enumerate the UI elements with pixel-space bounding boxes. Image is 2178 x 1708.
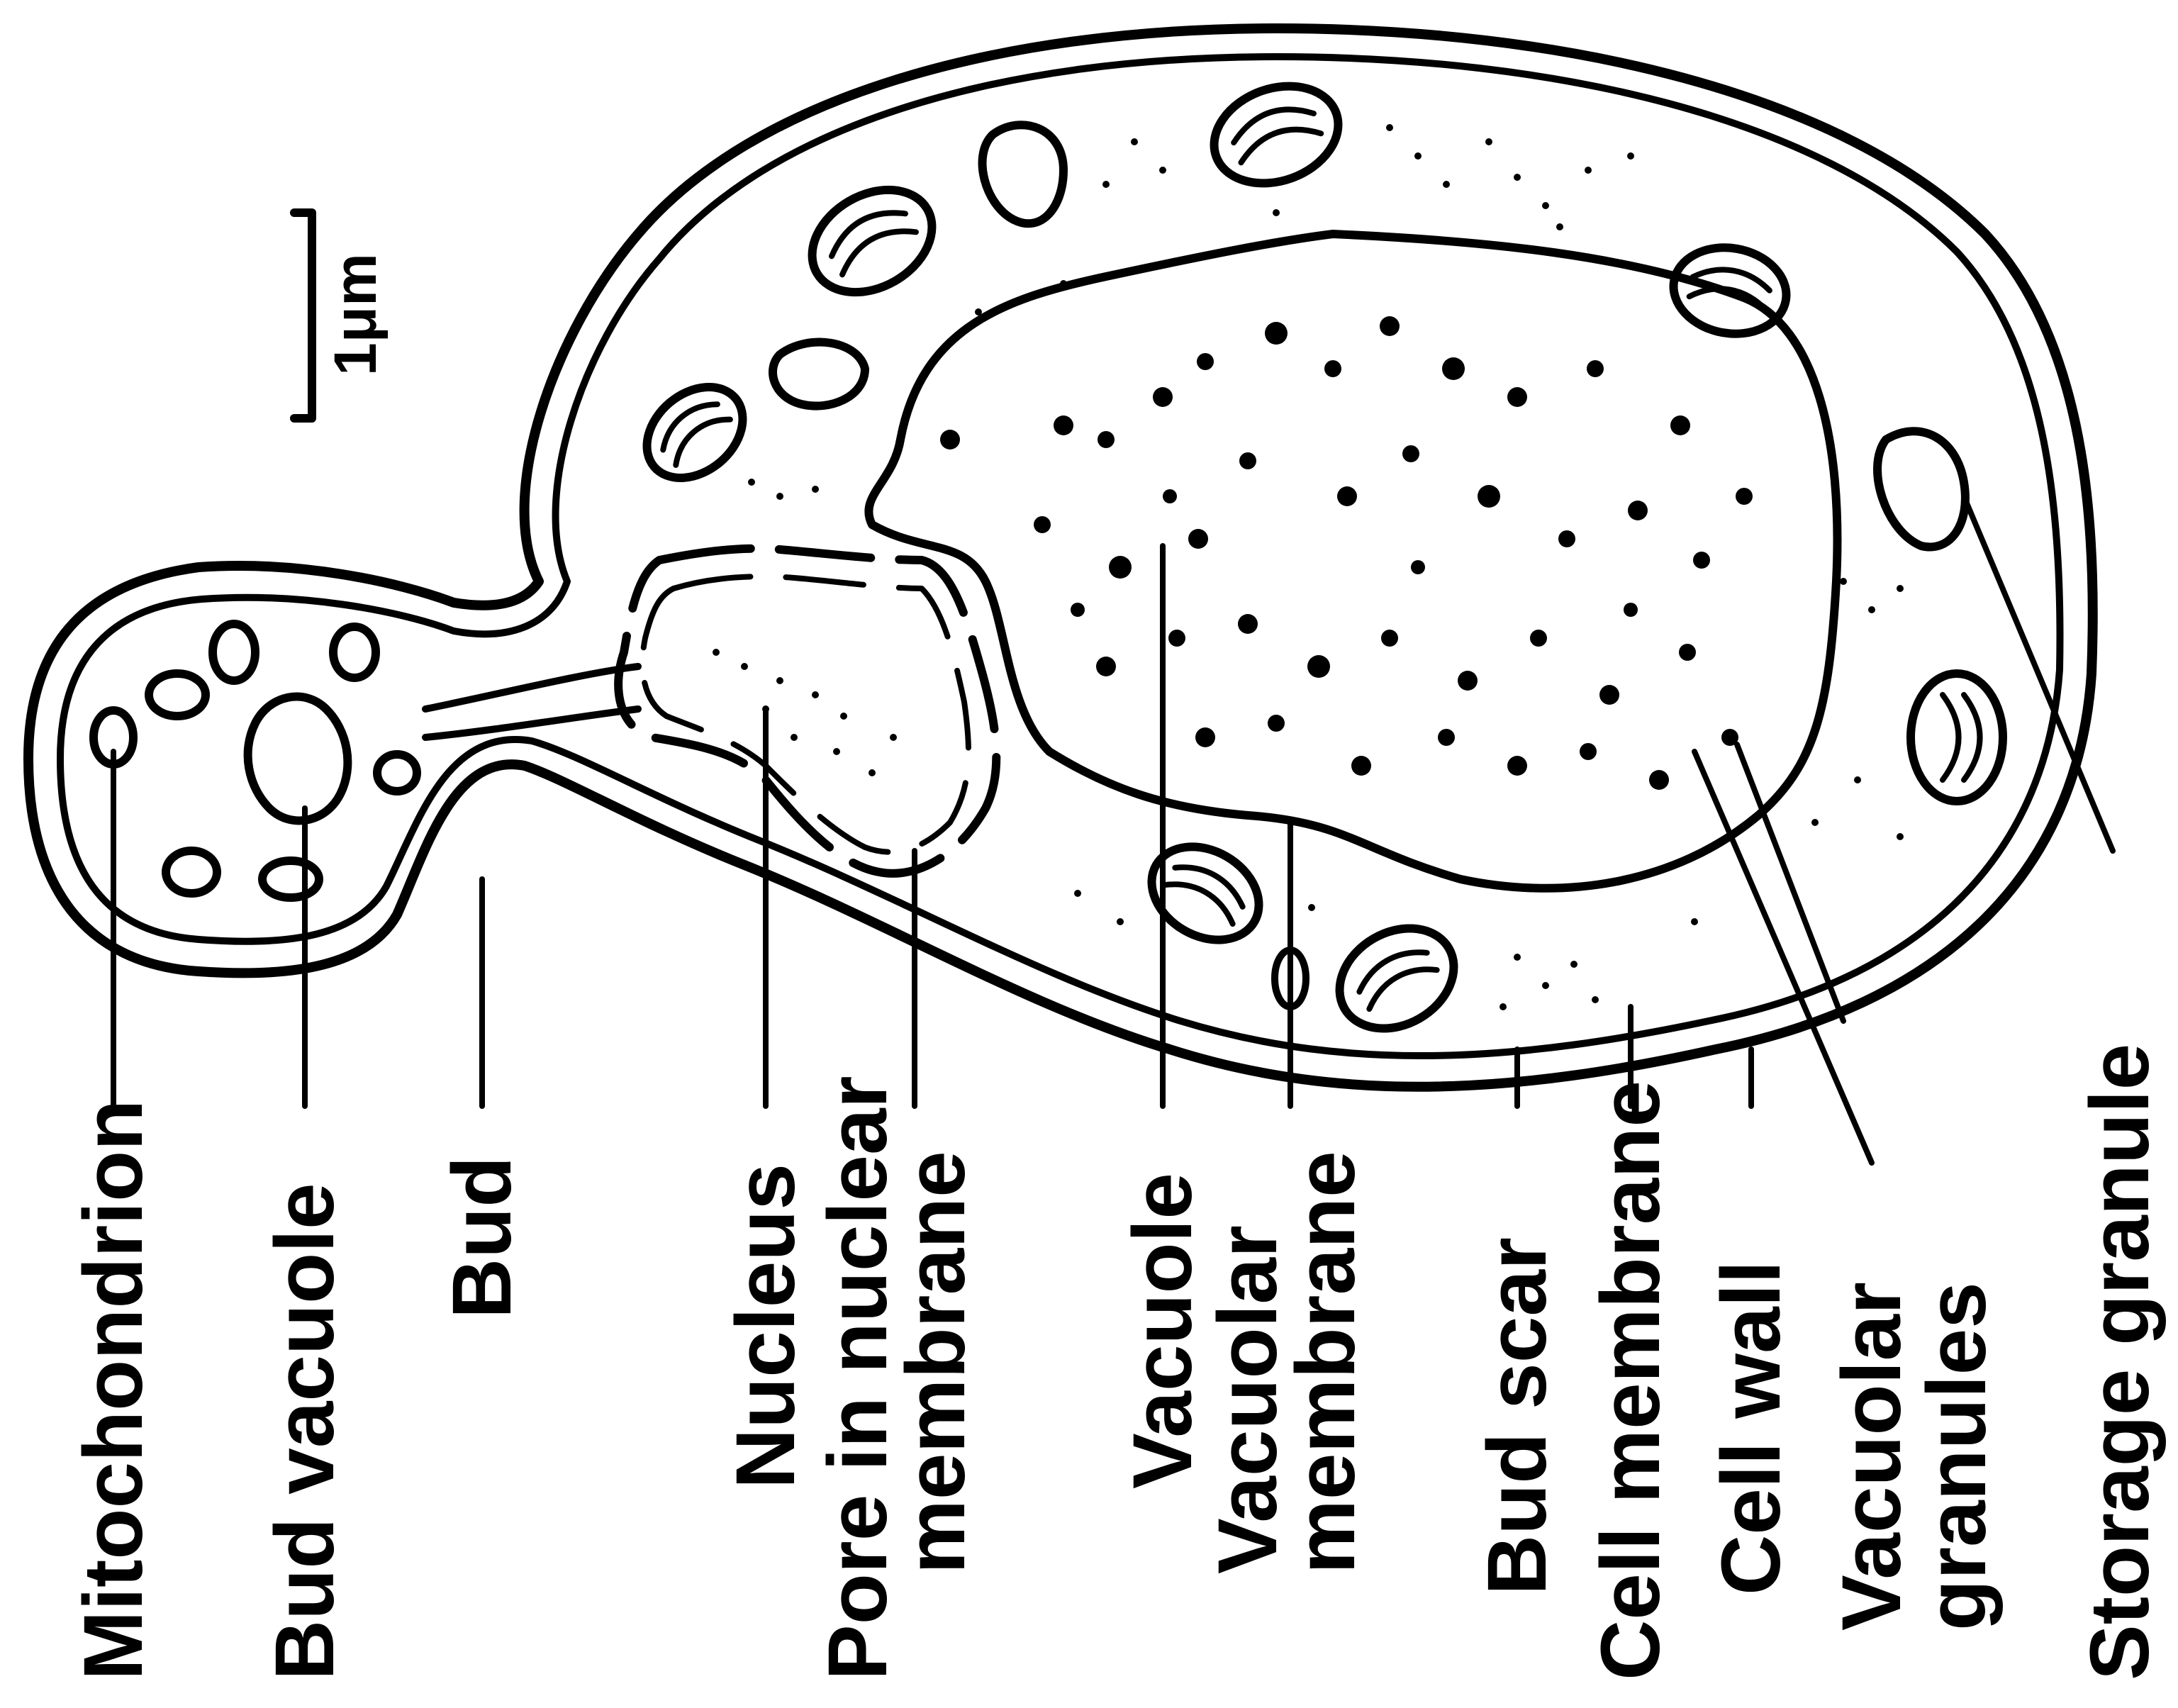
label-vac-granules-line1: Vacuolar xyxy=(1825,1282,1919,1631)
label-vacuole: Vacuole xyxy=(1116,1173,1210,1489)
bud-neck xyxy=(425,666,638,737)
vacuolar-granules xyxy=(940,316,1753,790)
label-bud-scar: Bud scar xyxy=(1470,1237,1564,1595)
scale-bar: 1μm xyxy=(294,213,389,418)
vacuole xyxy=(869,234,1837,888)
label-pore-line2: membrane xyxy=(889,1151,983,1574)
label-vac-membrane-line2: membrane xyxy=(1279,1151,1373,1574)
bud-organelles xyxy=(94,624,417,898)
label-bud-vacuole: Bud vacuole xyxy=(258,1183,352,1680)
scale-bar-label: 1μm xyxy=(322,253,389,376)
label-storage-granule: Storage granule xyxy=(2073,1044,2167,1680)
label-vac-granules-line2: granules xyxy=(1910,1282,2004,1631)
labels: Mitochondrion Bud vacuole Bud Nucleus Po… xyxy=(67,1044,2167,1680)
nucleus xyxy=(618,549,996,873)
label-cell-wall: Cell wall xyxy=(1704,1261,1798,1595)
label-bud: Bud xyxy=(435,1156,529,1319)
label-cell-membrane: Cell membrane xyxy=(1584,1081,1677,1680)
label-nucleus: Nucleus xyxy=(719,1163,812,1489)
bud-vacuole xyxy=(248,697,348,821)
label-mitochondrion: Mitochondrion xyxy=(67,1100,160,1680)
